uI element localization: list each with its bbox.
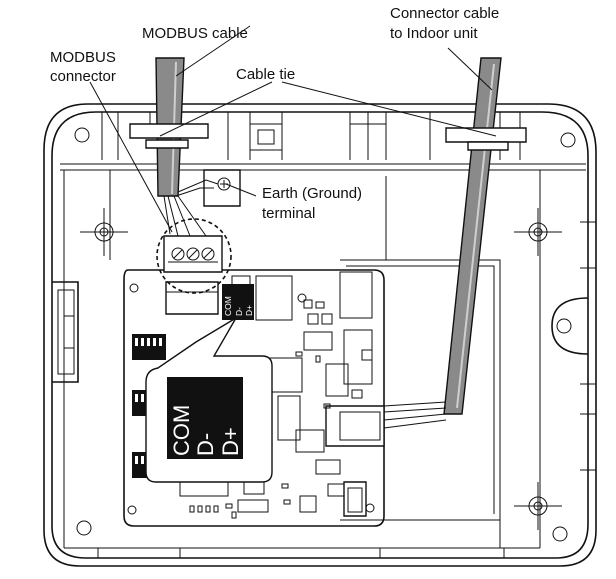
terminal-callout: COM D- D+	[145, 316, 273, 483]
label-earth-line1: Earth (Ground)	[262, 185, 362, 202]
callout-label-d-plus: D+	[218, 427, 243, 456]
label-cable-tie: Cable tie	[236, 66, 295, 83]
pcb-label-com: COM	[223, 296, 233, 316]
label-connector-cable-line1: Connector cable	[390, 5, 499, 22]
label-earth-line2: terminal	[262, 205, 315, 222]
label-connector-cable-line2: to Indoor unit	[390, 25, 478, 42]
label-modbus-connector-line2: connector	[50, 68, 116, 85]
pcb-terminal-marking: COM D- D+	[222, 284, 254, 320]
cables	[129, 57, 527, 429]
label-modbus-connector-line1: MODBUS	[50, 49, 116, 66]
callout-label-com: COM	[169, 405, 194, 456]
pcb-label-d-minus: D-	[234, 307, 244, 316]
connector-highlight	[156, 218, 232, 294]
label-modbus-cable: MODBUS cable	[142, 25, 248, 42]
modbus-connector	[156, 218, 232, 294]
pcb-label-d-plus: D+	[244, 305, 254, 316]
cable-tie-left	[129, 123, 209, 149]
callout-label-d-minus: D-	[193, 433, 218, 456]
labels: MODBUS cable Connector cable to Indoor u…	[50, 5, 499, 222]
enclosure	[43, 103, 597, 567]
cable-tie-right	[445, 127, 527, 151]
leader-lines	[89, 25, 497, 233]
